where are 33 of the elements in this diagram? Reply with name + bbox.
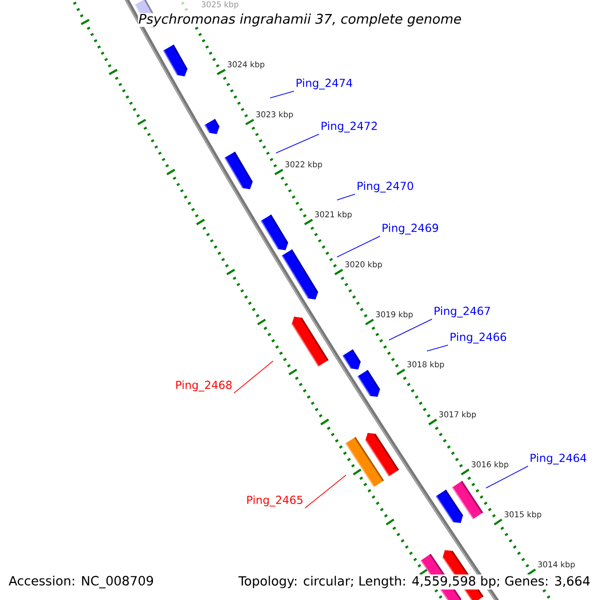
scale-label: 3024 kbp: [226, 60, 266, 70]
gene-label: Ping_2465: [244, 494, 305, 508]
leader-line: [426, 344, 448, 352]
scale-label: 3014 kbp: [536, 560, 576, 570]
genome-info-label: Topology: circular; Length: 4,559,598 bp; Genes: 3,664: [237, 574, 592, 590]
scale-label: 3022 kbp: [284, 160, 324, 170]
gene-label: Ping_2474: [294, 77, 354, 91]
scale-label: 3023 kbp: [255, 110, 294, 120]
leader-line: [388, 318, 432, 340]
leader-line: [304, 474, 346, 509]
scale-label: 3015 kbp: [503, 510, 542, 520]
scale-label: 3016 kbp: [470, 460, 510, 470]
gene-label: Ping_2467: [432, 305, 492, 319]
leader-line: [336, 236, 380, 258]
gene-label: Ping_2466: [448, 331, 508, 345]
scale-label: 3019 kbp: [374, 310, 414, 320]
scale-label: 3020 kbp: [344, 260, 384, 270]
scale-label: 3017 kbp: [438, 410, 477, 420]
leader-line: [234, 360, 274, 394]
scale-label: 3025 kbp: [200, 0, 240, 10]
gene-label: Ping_2472: [319, 120, 380, 134]
scale-label: 3018 kbp: [406, 360, 446, 370]
accession-label: Accession: NC_008709: [7, 574, 156, 590]
gene-label: Ping_2469: [380, 222, 440, 236]
gene-label: Ping_2470: [355, 180, 416, 194]
leader-line: [486, 466, 528, 488]
gene-label: Ping_2464: [528, 452, 588, 466]
leader-line: [336, 194, 356, 200]
scale-label: 3021 kbp: [314, 210, 353, 220]
title: Psychromonas ingrahamii 37, complete genome: [138, 13, 462, 27]
gene-label: Ping_2468: [174, 379, 234, 393]
leader-line: [270, 90, 294, 98]
leader-line: [276, 134, 320, 154]
